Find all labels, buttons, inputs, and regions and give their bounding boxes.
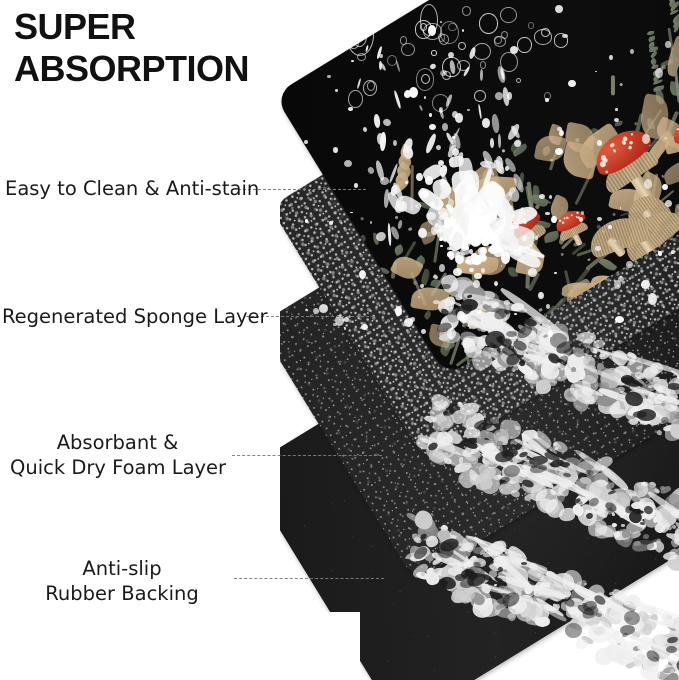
page-title: SUPER ABSORPTION [14,6,250,90]
foliage-stalk [527,272,541,293]
callout-easy-clean-line-1: Easy to Clean & Anti-stain [5,177,260,200]
seed-speck [394,215,399,220]
leader-line-sponge [246,316,374,317]
mushroom-cap-dot [522,211,527,216]
dried-leaf [660,154,679,186]
sage-leaf [372,232,380,246]
fern-pinna [647,35,656,43]
seed-speck [494,282,499,287]
bg-mask-bottomleft [0,612,360,680]
sage-leaf [494,156,506,166]
mushroom-cap-dot [565,216,569,220]
seed-speck [537,307,543,313]
sage-leaf [416,199,431,211]
fern-pinna [653,84,665,92]
callout-sponge: Regenerated Sponge Layer [2,304,268,329]
callout-foam-line-1: Absorbant & [56,431,179,454]
seed-speck [453,317,459,323]
mushroom-cap-dot [629,132,634,137]
mushroom-cap-dot [609,142,615,148]
mushroom-cap-dot [612,148,617,153]
callout-rubber-line-1: Anti-slip [82,557,162,580]
mushroom-cap-dot [575,210,579,215]
sage-leaf [439,230,459,241]
bg-mask-left [0,0,280,680]
title-line-1: SUPER [14,6,136,47]
fern-pinna [647,30,655,36]
callout-rubber-line-2: Rubber Backing [45,582,199,605]
seed-speck [618,82,624,87]
seed-speck [457,236,463,242]
leader-line-foam [232,455,382,456]
seed-speck [493,205,497,208]
mushroom-cap-dot [570,214,573,217]
sage-leaf [516,172,526,190]
seed-speck [612,212,616,216]
callout-rubber: Anti-slip Rubber Backing [22,556,222,606]
sage-leaf [392,244,405,257]
mushroom-cap-dot [515,218,521,223]
mushroom-cap-dot [627,145,633,151]
leader-line-rubber [234,578,384,579]
foliage-stalk [611,75,615,95]
dried-leaf [410,284,451,314]
sage-leaf [422,310,433,320]
seed-speck [473,237,477,241]
seed-speck [559,252,564,257]
mushroom-cap-dot [628,139,635,146]
sage-leaf [598,255,618,273]
seed-speck [501,148,506,153]
seed-speck [360,216,364,221]
callout-foam-line-2: Quick Dry Foam Layer [10,456,227,479]
seed-speck [407,226,413,232]
seed-speck [587,257,591,262]
sage-leaf [476,212,485,229]
callout-sponge-line-1: Regenerated Sponge Layer [2,305,268,328]
callout-easy-clean: Easy to Clean & Anti-stain [5,176,259,201]
leader-line-easy-clean [238,189,366,190]
sage-leaf [614,121,624,128]
mushroom-cap-dot [563,217,566,220]
title-line-2: ABSORPTION [14,48,250,89]
callout-foam: Absorbant & Quick Dry Foam Layer [10,430,227,480]
mushroom-cap-dot [561,221,565,225]
